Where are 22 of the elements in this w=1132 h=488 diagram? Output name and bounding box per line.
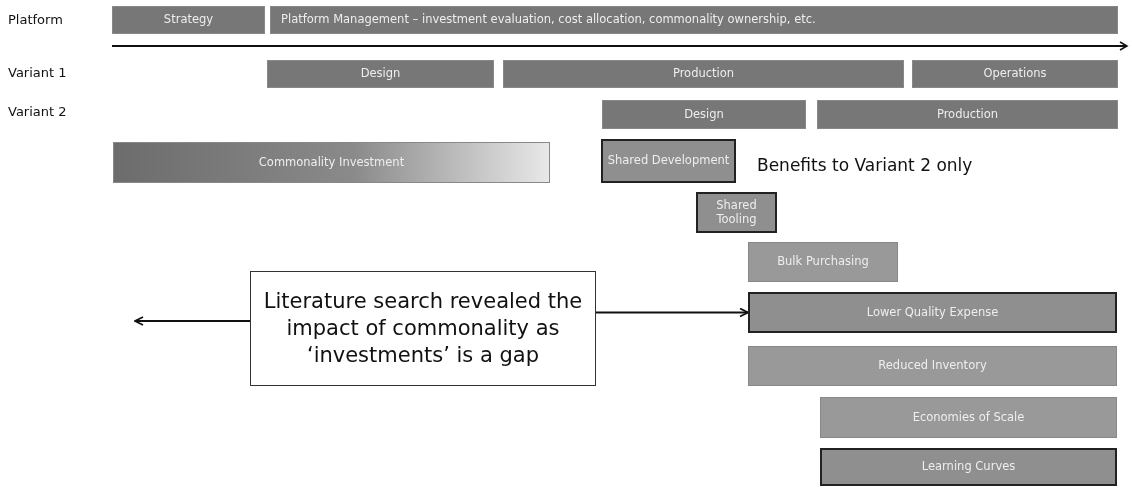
row-label: Platform: [8, 12, 64, 29]
timeline-bar: Commonality Investment: [113, 142, 550, 183]
timeline-bar: Production: [817, 100, 1118, 129]
timeline-bar: Operations: [912, 60, 1118, 88]
timeline-bar: Reduced Inventory: [748, 346, 1117, 386]
timeline-bar: Strategy: [112, 6, 265, 34]
arrow: [134, 316, 251, 326]
timeline-bar: Bulk Purchasing: [748, 242, 898, 282]
timeline-bar: Design: [602, 100, 806, 129]
row-label: Variant 1: [8, 65, 68, 82]
timeline-bar: Platform Management – investment evaluation, cost allocation, commonality ownership, etc.: [270, 6, 1118, 34]
row-label: Variant 2: [8, 104, 68, 121]
timeline-bar: Lower Quality Expense: [748, 292, 1117, 333]
timeline-bar: Production: [503, 60, 904, 88]
arrow: [595, 307, 749, 318]
timeline-bar: Design: [267, 60, 494, 88]
note-text: Benefits to Variant 2 only: [757, 154, 974, 177]
timeline-bar: Learning Curves: [820, 448, 1117, 486]
timeline-bar: Shared Tooling: [696, 192, 777, 233]
timeline-bar: Economies of Scale: [820, 397, 1117, 438]
timeline-bar: Shared Development: [601, 139, 736, 183]
callout-box: Literature search revealed the impact of commonality as ‘investments’ is a gap: [250, 271, 596, 386]
